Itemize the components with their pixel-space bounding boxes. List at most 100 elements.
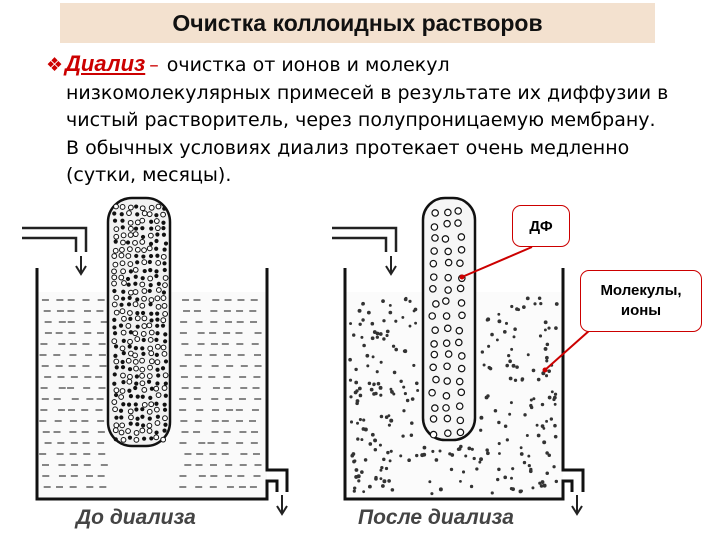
colloid-particle: [140, 331, 147, 337]
colloid-particle: [120, 268, 127, 275]
diffused-dot: [553, 434, 558, 439]
diffused-dot: [545, 359, 549, 363]
impurity-dot: [155, 367, 160, 372]
colloid-particle: [125, 253, 132, 259]
diffused-dot: [354, 367, 358, 372]
colloid-particle: [139, 380, 146, 387]
diffused-dot: [537, 296, 542, 300]
colloid-particle: [455, 402, 464, 410]
colloid-particle: [126, 378, 133, 385]
diffused-dot: [547, 326, 551, 330]
colloid-particle: [125, 323, 132, 329]
diffused-dot: [538, 481, 542, 485]
impurity-dot: [142, 268, 147, 274]
colloid-particle: [133, 430, 140, 436]
diffused-dot: [540, 402, 545, 407]
caption-after: После диализа: [358, 506, 514, 529]
impurity-dot: [163, 359, 169, 364]
impurity-dot: [125, 240, 131, 245]
molecules-label-line-1: Молекулы,: [600, 282, 682, 299]
diffused-dot: [526, 353, 530, 357]
colloid-particle: [147, 275, 154, 282]
colloid-particle: [146, 373, 153, 379]
impurity-dot: [140, 394, 145, 399]
diffused-dot: [552, 395, 557, 400]
diffused-dot: [354, 474, 359, 479]
diffused-dot: [520, 489, 523, 493]
diffused-dot: [363, 427, 368, 432]
diffused-dot: [378, 443, 382, 447]
diffused-dot: [414, 381, 419, 386]
diffused-dot: [422, 445, 427, 450]
diffused-dot: [553, 392, 558, 396]
diffused-dot: [358, 417, 362, 422]
colloid-particle: [431, 326, 439, 335]
colloid-particle: [139, 427, 146, 434]
diffused-dot: [358, 322, 362, 326]
colloid-particle: [127, 232, 134, 238]
colloid-particle: [113, 422, 120, 429]
impurity-dot: [121, 351, 126, 356]
colloid-particle: [111, 274, 118, 281]
diffused-dot: [357, 386, 362, 391]
diffused-dot: [349, 322, 353, 326]
df-label: ДФ: [529, 217, 553, 235]
impurity-dot: [148, 283, 153, 288]
impurity-dot: [163, 339, 168, 344]
impurity-dot: [154, 273, 159, 279]
impurity-dot: [149, 386, 154, 391]
impurity-dot: [135, 394, 140, 399]
definition-line-3: чистый растворитель, через полупроницаем…: [66, 109, 656, 131]
impurity-dot: [141, 337, 146, 343]
diffused-dot: [527, 463, 531, 468]
colloid-particle: [429, 273, 438, 281]
colloid-particle: [455, 326, 464, 335]
impurity-dot: [142, 436, 147, 441]
colloid-particle: [120, 329, 127, 336]
impurity-dot: [135, 311, 140, 316]
impurity-dot: [149, 226, 154, 231]
colloid-particle: [146, 428, 153, 434]
diffused-dot: [464, 454, 468, 458]
diffused-dot: [385, 333, 389, 338]
colloid-particle: [442, 297, 450, 305]
colloid-particle: [111, 280, 117, 287]
diffused-dot: [545, 451, 549, 455]
colloid-particle: [155, 303, 162, 310]
impurity-dot: [155, 381, 160, 386]
colloid-particle: [147, 364, 153, 371]
diffused-dot: [503, 475, 508, 480]
diffused-dot: [387, 423, 391, 427]
impurity-dot: [135, 422, 140, 427]
impurity-dot: [118, 323, 124, 328]
colloid-particle: [139, 366, 146, 373]
colloid-particle: [444, 273, 452, 282]
diffused-dot: [407, 458, 411, 463]
colloid-particle: [148, 350, 155, 357]
colloid-particle: [139, 281, 146, 288]
diffused-dot: [469, 484, 474, 489]
diffused-dot: [479, 428, 483, 432]
colloid-particle: [153, 406, 160, 413]
colloid-particle: [120, 437, 127, 443]
impurity-dot: [133, 226, 139, 231]
term-dash: –: [149, 54, 159, 76]
colloid-particle: [430, 340, 438, 348]
colloid-particle: [162, 415, 168, 422]
colloid-particle: [118, 394, 125, 400]
impurity-dot: [161, 220, 166, 225]
colloid-particle: [457, 364, 466, 373]
definition-first-line: ❖Диализ–очистка от ионов и молекул: [46, 50, 706, 80]
diffused-dot: [382, 479, 387, 484]
colloid-particle: [141, 295, 147, 302]
diffused-dot: [528, 469, 533, 474]
df-leader-dot: [459, 274, 465, 280]
definition-line-2: низкомолекулярных примесей в результате …: [66, 81, 669, 104]
diffused-dot: [371, 355, 375, 359]
colloid-particle: [146, 422, 153, 429]
impurity-dot: [134, 253, 139, 259]
impurity-dot: [163, 381, 168, 386]
colloid-particle: [457, 388, 466, 397]
diffused-dot: [545, 419, 549, 423]
impurity-dot: [135, 297, 140, 302]
